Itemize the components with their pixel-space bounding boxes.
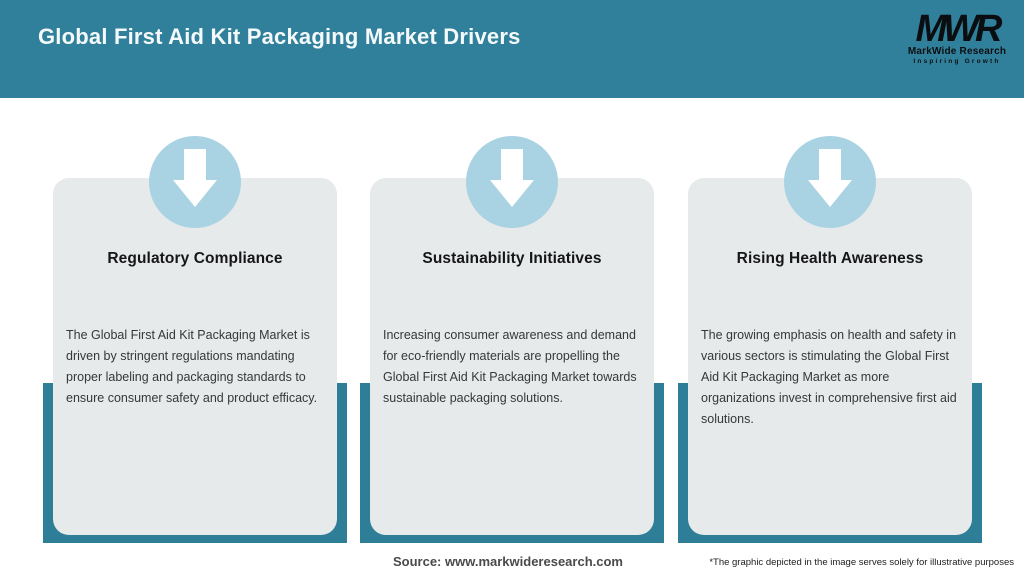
driver-card-sustainability-initiatives: Sustainability Initiatives Increasing co… (360, 136, 664, 543)
arrow-down-icon (466, 136, 558, 228)
driver-card-rising-health-awareness: Rising Health Awareness The growing emph… (678, 136, 982, 543)
card-description: The growing emphasis on health and safet… (701, 328, 957, 426)
logo-name: MarkWide Research (907, 46, 1007, 57)
source-text: Source: www.markwideresearch.com (392, 554, 623, 569)
markwide-research-logo: MWR MarkWide Research Inspiring Growth (902, 10, 1012, 65)
driver-card-regulatory-compliance: Regulatory Compliance The Global First A… (43, 136, 347, 543)
card-body: Sustainability Initiatives Increasing co… (370, 178, 654, 535)
logo-monogram: MWR (915, 8, 1003, 50)
card-body: Regulatory Compliance The Global First A… (53, 178, 337, 535)
card-body: Rising Health Awareness The growing emph… (688, 178, 972, 535)
card-title: Rising Health Awareness (736, 250, 924, 267)
header-band: Global First Aid Kit Packaging Market Dr… (0, 0, 1024, 98)
arrow-down-icon (784, 136, 876, 228)
card-description: The Global First Aid Kit Packaging Marke… (66, 328, 318, 405)
card-description: Increasing consumer awareness and demand… (383, 328, 637, 405)
card-title: Sustainability Initiatives (422, 250, 602, 267)
arrow-down-icon (149, 136, 241, 228)
page-title: Global First Aid Kit Packaging Market Dr… (38, 24, 521, 49)
logo-tagline: Inspiring Growth (913, 58, 1001, 65)
disclaimer-text: *The graphic depicted in the image serve… (709, 557, 1014, 568)
card-title: Regulatory Compliance (107, 250, 283, 267)
